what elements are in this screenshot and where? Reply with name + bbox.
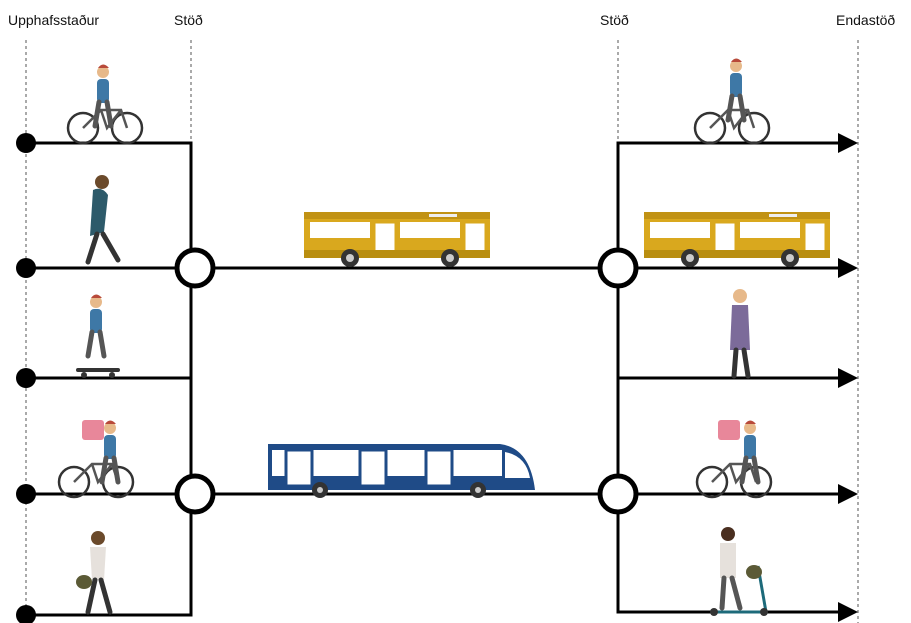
scooter-rider-icon	[710, 527, 768, 616]
arrowheads	[838, 133, 858, 622]
origin-dot	[16, 605, 36, 623]
arrow-icon	[838, 484, 858, 504]
blue-bus-icon	[268, 444, 535, 498]
yellow-bus-icon	[302, 210, 492, 269]
delivery-cyclist-icon	[57, 420, 135, 499]
station-nodes	[174, 247, 639, 515]
origin-dot	[16, 133, 36, 153]
origin-dot	[16, 484, 36, 504]
cyclist-basket-icon	[66, 65, 144, 145]
start-label: Upphafsstaður	[8, 12, 100, 28]
route-right-1	[616, 141, 840, 268]
route-right-3	[616, 268, 840, 380]
station-node	[174, 473, 216, 515]
station-node	[174, 247, 216, 289]
route-left-3	[26, 268, 193, 380]
stop-label-left: Stöð	[174, 12, 203, 28]
route-left-1	[26, 141, 193, 268]
arrow-icon	[838, 602, 858, 622]
skateboarder-icon	[76, 295, 120, 378]
yellow-bus-icon	[642, 210, 832, 269]
origin-dot	[16, 368, 36, 388]
route-left-5	[26, 494, 193, 617]
walker-phone-icon	[85, 175, 121, 265]
pedestrian-icon	[730, 289, 751, 379]
arrow-icon	[838, 368, 858, 388]
arrow-icon	[838, 133, 858, 153]
station-node	[597, 473, 639, 515]
origin-dot	[16, 258, 36, 278]
origin-dots	[16, 133, 36, 623]
station-node	[597, 247, 639, 289]
end-label: Endastöð	[836, 12, 896, 28]
arrow-icon	[838, 258, 858, 278]
stop-label-right: Stöð	[600, 12, 629, 28]
pedestrian-handbag-icon	[76, 531, 113, 615]
delivery-cyclist-icon	[695, 420, 773, 499]
cyclist-icon	[693, 59, 771, 145]
